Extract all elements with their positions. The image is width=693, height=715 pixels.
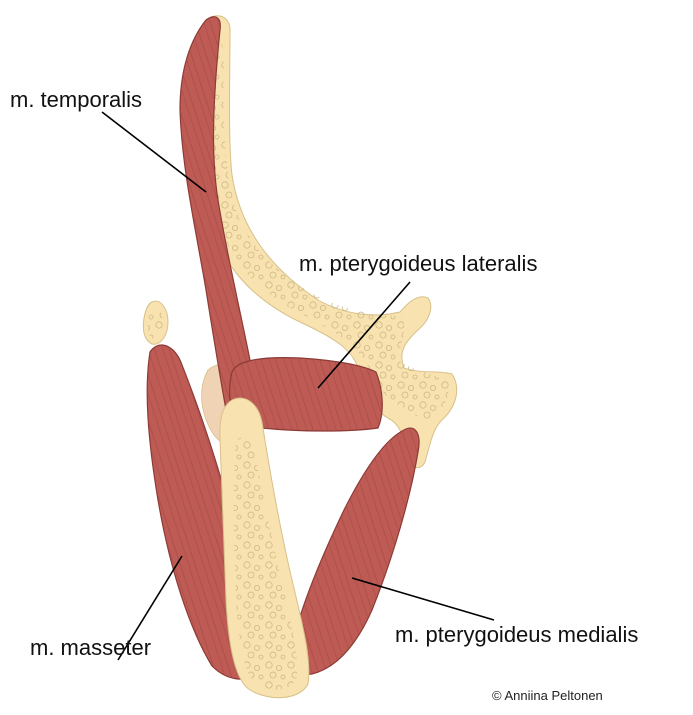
label-pterygoideus-medialis: m. pterygoideus medialis (395, 623, 638, 647)
label-temporalis: m. temporalis (10, 88, 142, 112)
label-masseter: m. masseter (30, 636, 151, 660)
label-pterygoideus-lateralis: m. pterygoideus lateralis (299, 252, 537, 276)
copyright-credit: © Anniina Peltonen (492, 688, 603, 704)
